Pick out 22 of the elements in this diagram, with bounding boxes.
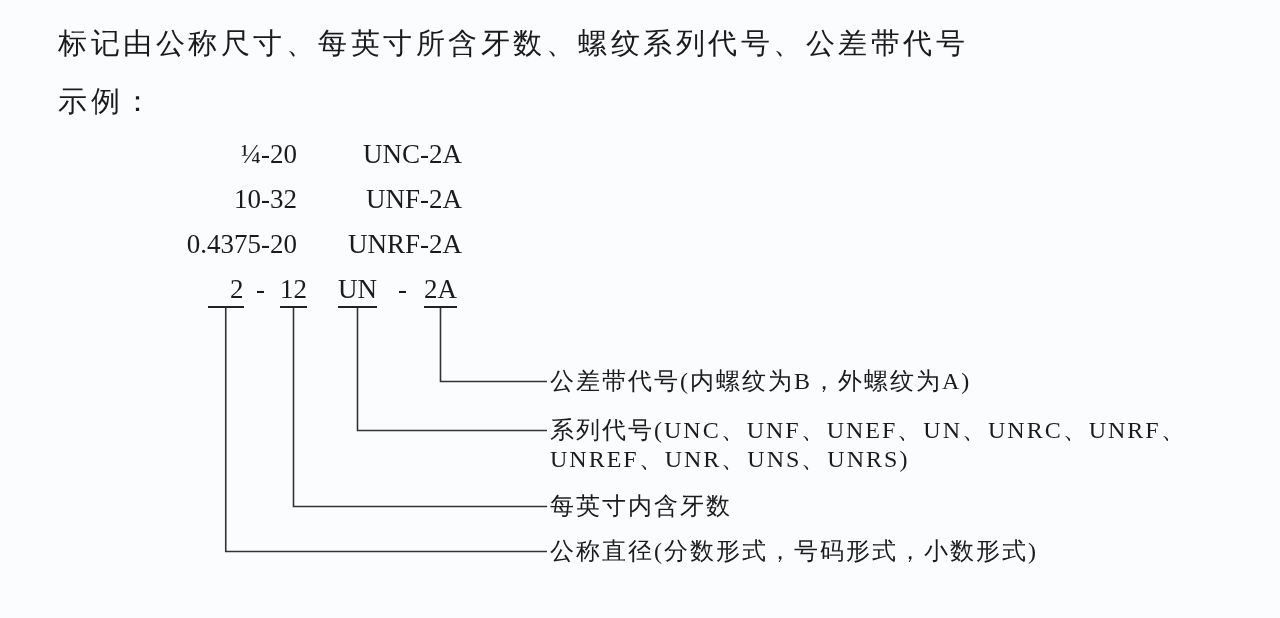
leader-line	[292, 307, 548, 508]
annotation-text: 公称直径(分数形式，号码形式，小数形式)	[550, 537, 1038, 566]
underlined-code: 2A	[424, 273, 457, 308]
annotation-text: 系列代号(UNC、UNF、UNEF、UN、UNRC、UNRF、UNREF、UNR、UNS、UNRS)	[550, 416, 1250, 474]
leader-line	[356, 307, 548, 432]
leader-line	[224, 307, 548, 553]
underlined-code: UN	[338, 273, 377, 308]
example-heading: 示例：	[58, 84, 156, 119]
hyphen-separator: -	[398, 273, 407, 305]
thread-series-code: UNF-2A	[366, 183, 462, 215]
leader-line	[439, 307, 548, 383]
underlined-code: 12	[280, 273, 307, 308]
thread-size: ¼-20	[240, 138, 297, 170]
thread-size: 0.4375-20	[186, 228, 297, 260]
thread-series-code: UNC-2A	[363, 138, 462, 170]
annotation-text: 公差带代号(内螺纹为B，外螺纹为A)	[550, 367, 972, 396]
hyphen-separator: -	[256, 273, 265, 305]
underlined-code: 2	[208, 273, 244, 308]
intro-sentence: 标记由公称尺寸、每英寸所含牙数、螺纹系列代号、公差带代号	[58, 26, 968, 61]
thread-size: 10-32	[234, 183, 297, 215]
thread-series-code: UNRF-2A	[348, 228, 462, 260]
annotation-text: 每英寸内含牙数	[550, 492, 732, 521]
